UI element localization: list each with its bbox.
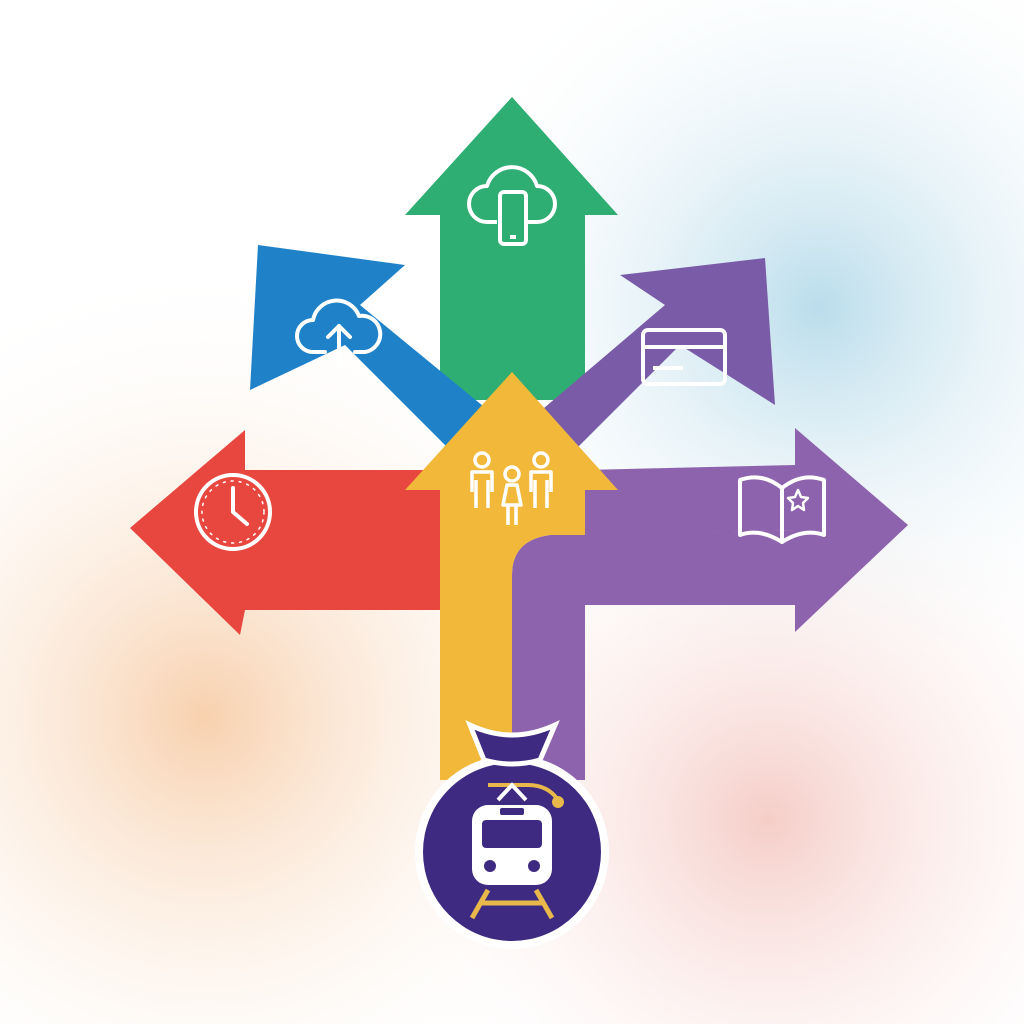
arrow-left-red: [130, 430, 445, 635]
money-bag-train-badge: [415, 719, 609, 949]
family-icon: [470, 451, 553, 525]
open-book-star-icon: [738, 475, 826, 544]
arrow-up-green: [405, 97, 618, 400]
arrow-up-left-blue: [250, 245, 500, 470]
cloud-smartphone-icon: [467, 165, 557, 246]
cloud-upload-icon: [295, 298, 383, 368]
arrow-up-right-purple: [530, 258, 775, 470]
money-bag-icon: [465, 719, 560, 767]
credit-card-icon: [641, 328, 727, 386]
arrow-right-purple: [512, 428, 908, 780]
train-icon: [469, 782, 564, 920]
arrow-up-yellow: [405, 372, 618, 780]
clock-icon: [194, 473, 272, 551]
